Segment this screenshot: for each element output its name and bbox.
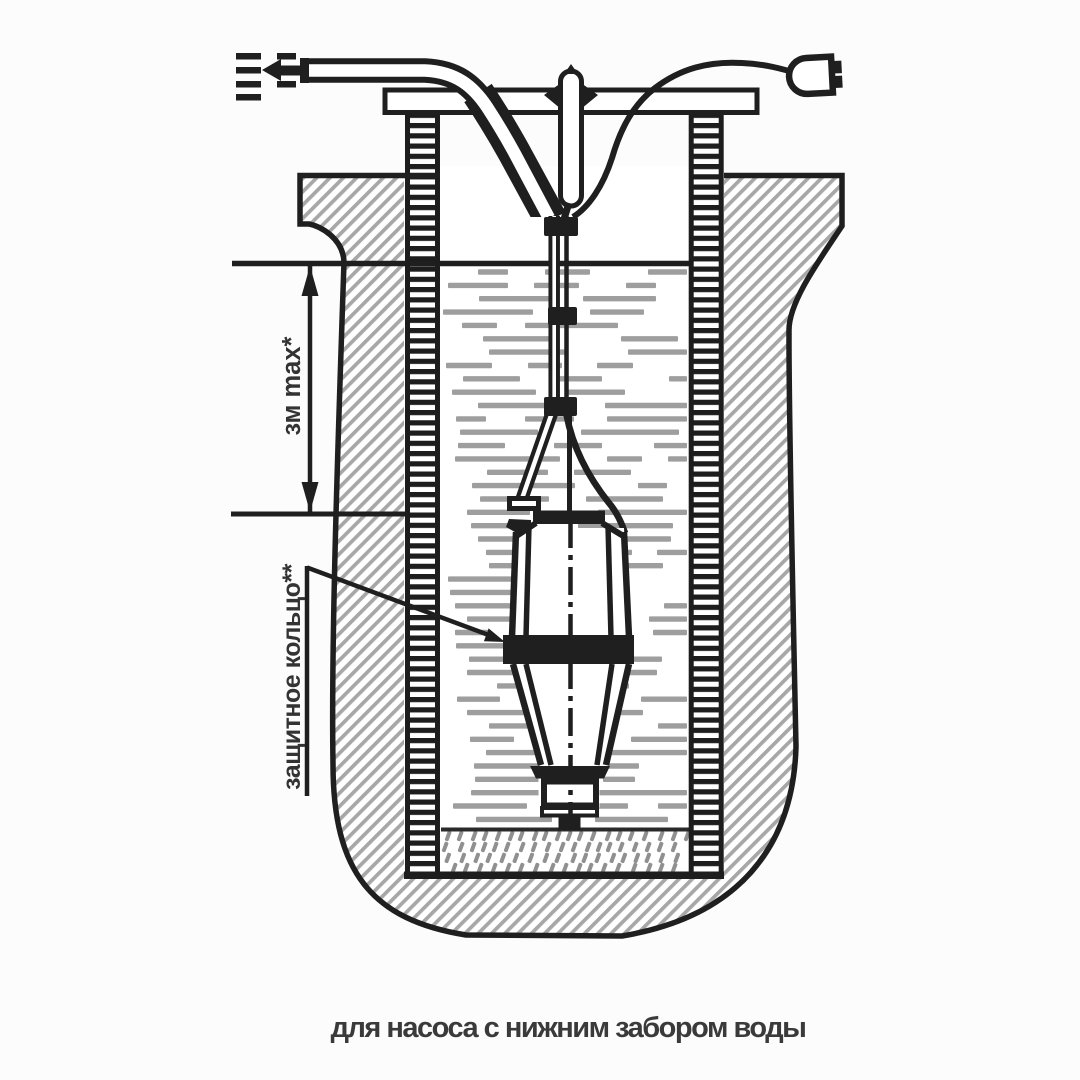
svg-text:для насоса с нижним забором во: для насоса с нижним забором воды: [331, 1012, 806, 1044]
svg-text:зм max*: зм max*: [278, 336, 306, 435]
svg-text:защитное кольцо**: защитное кольцо**: [278, 563, 306, 789]
